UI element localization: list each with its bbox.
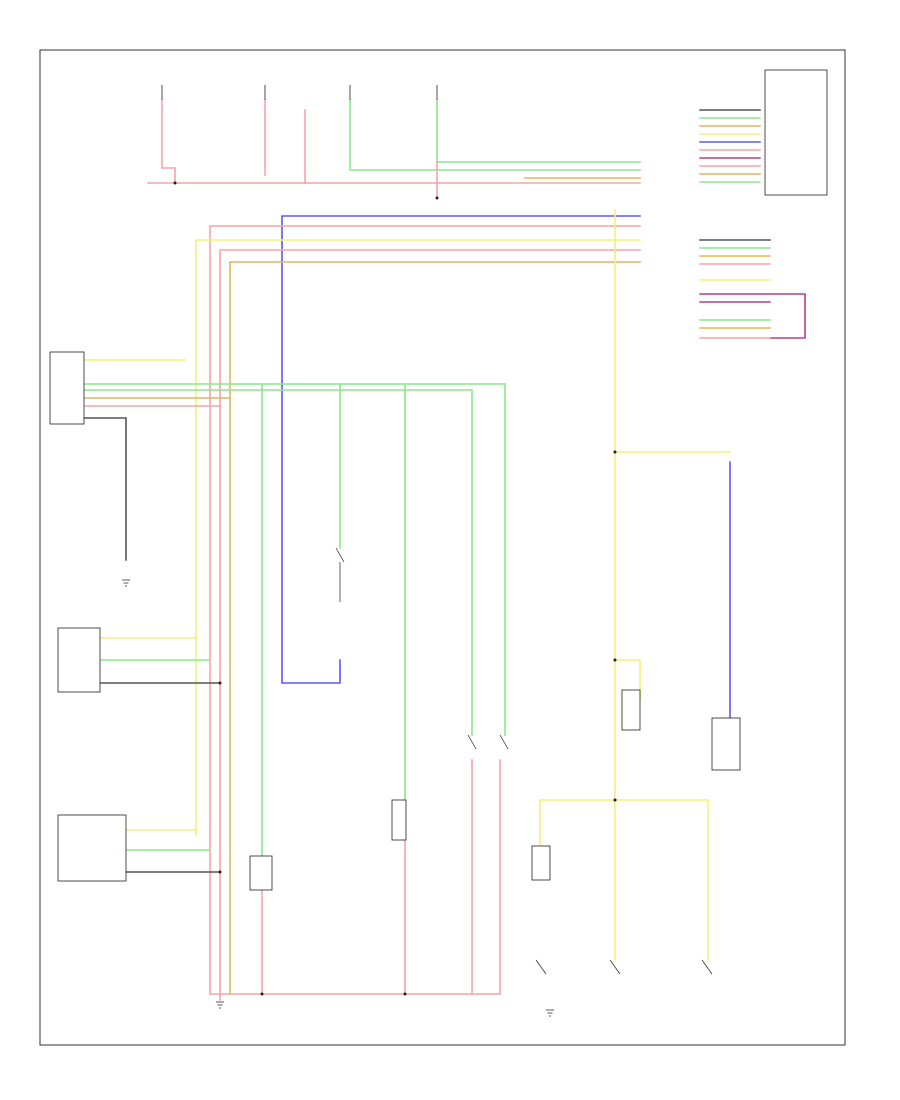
rear-left-actuator [249, 855, 273, 891]
splice-dot [218, 681, 222, 685]
switch-icon [609, 959, 621, 975]
switch-icon [701, 959, 713, 975]
splice-dot [613, 798, 617, 802]
wire-yellow-trunk [195, 239, 641, 836]
switch-icon [335, 547, 345, 602]
splice-dot [613, 450, 617, 454]
ground-icon [216, 1001, 224, 1009]
wire-yellow-r4 [614, 659, 641, 701]
right-door-actuator [57, 627, 101, 693]
splice-dot [403, 992, 407, 996]
wire-left-dark [83, 417, 127, 561]
wire-layer [83, 99, 806, 1001]
switch-icon [467, 734, 477, 750]
rear-door-switch-right [711, 717, 741, 771]
trunk-actuator [531, 845, 551, 881]
wire-blue-trunk [281, 215, 641, 684]
diagram-border [39, 49, 846, 1046]
wire-jb2-magenta [699, 293, 806, 339]
wire-orange-trunk [229, 261, 641, 995]
splice-dot [260, 992, 264, 996]
ground-icon [122, 579, 130, 587]
splice-dot [173, 181, 177, 185]
components-layer [49, 69, 828, 1017]
splice-dot [435, 196, 439, 200]
junction-box [764, 69, 828, 196]
wire-green-b4 [409, 389, 473, 736]
center-actuator [391, 799, 407, 841]
splice-dot [613, 658, 617, 662]
wire-red-trunk [209, 225, 641, 995]
wire-fuse1 [161, 99, 176, 184]
wire-red-trunk2 [219, 249, 641, 1001]
switch-icon [535, 959, 547, 975]
rear-door-switch [621, 689, 641, 731]
wire-fuse5 [436, 99, 641, 163]
body-control-module [49, 351, 85, 425]
driver-door-switch [57, 814, 127, 882]
splice-dot [218, 870, 222, 874]
ground-icon [546, 1009, 554, 1017]
switch-icon [499, 734, 509, 750]
wire-fuse4 [349, 99, 641, 171]
